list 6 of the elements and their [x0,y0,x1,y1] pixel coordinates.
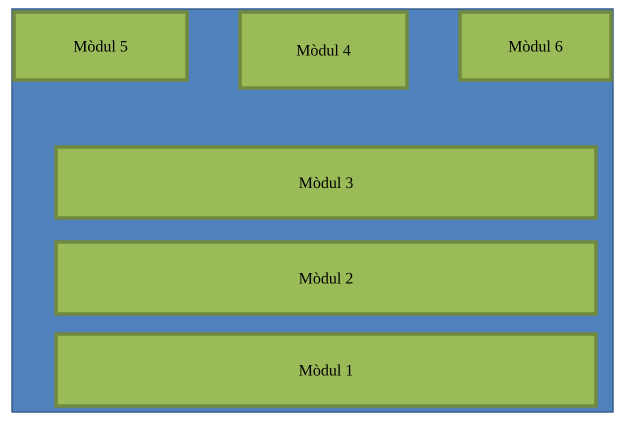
module-box: Mòdul 5 [12,10,189,82]
module-box: Mòdul 3 [54,145,598,220]
module-box: Mòdul 4 [238,10,409,90]
module-box: Mòdul 1 [54,332,598,408]
module-box: Mòdul 2 [54,240,598,316]
module-box: Mòdul 6 [458,10,613,82]
